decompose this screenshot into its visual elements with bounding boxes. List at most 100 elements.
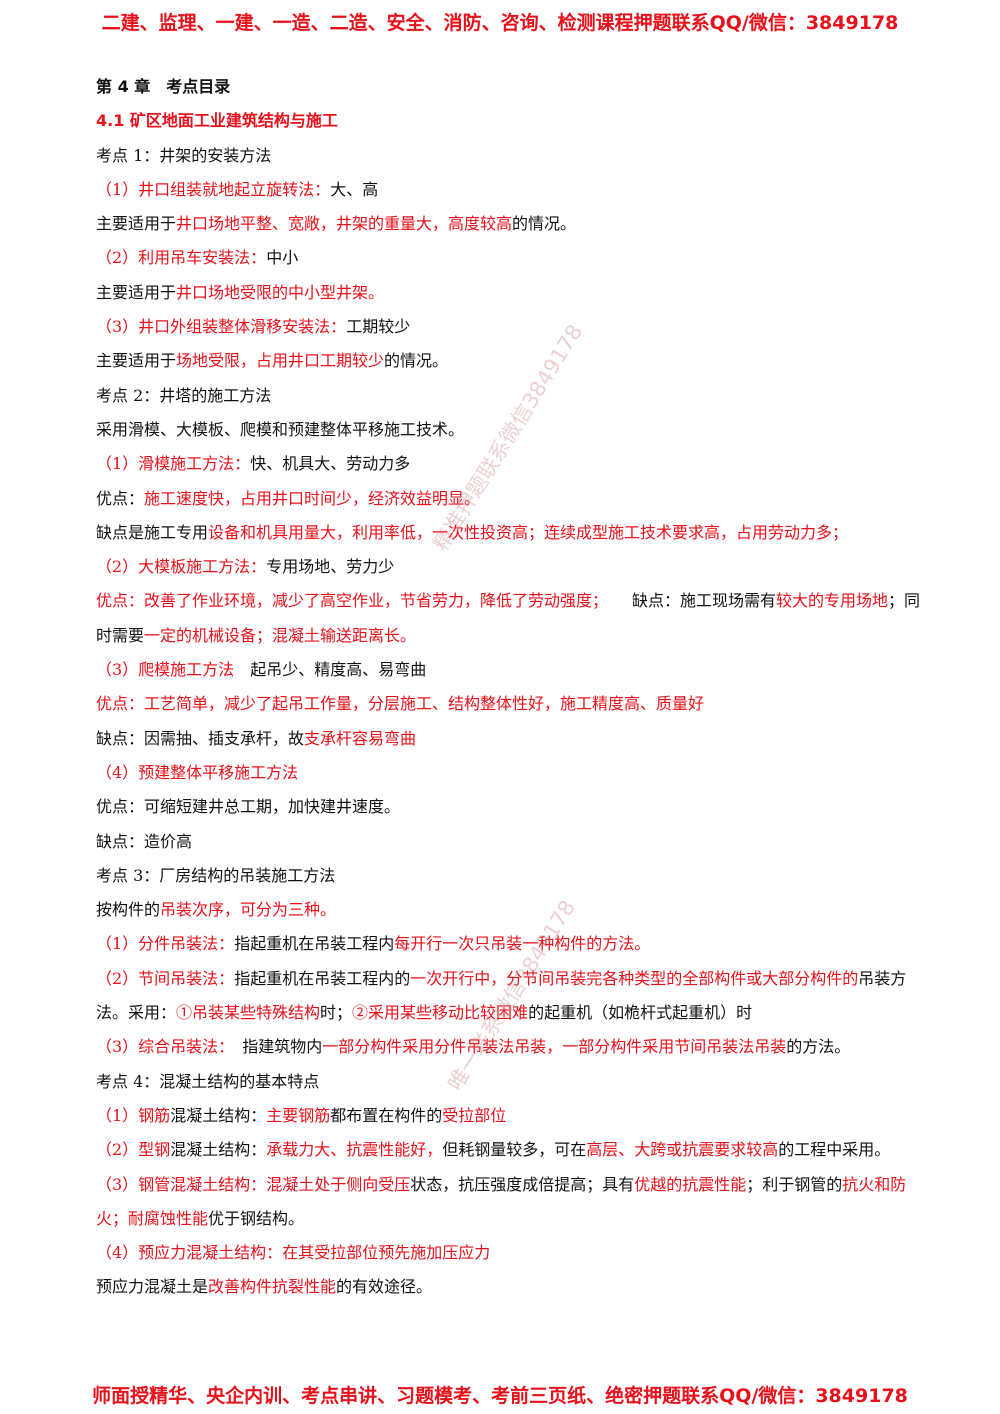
highlight-text: （4）预应力混凝土结构： (96, 1243, 283, 1263)
highlight-text: 在其受拉部位预先施加压应力 (282, 1243, 491, 1263)
highlight-text: 施工速度快，占用井口时间少，经济效益明显。 (144, 488, 481, 508)
top-banner: 二建、监理、一建、一造、二造、安全、消防、咨询、检测课程押题联系QQ/微信：38… (101, 12, 899, 34)
text-line: （1）井口组装就地起立旋转法：大、高 (96, 173, 932, 207)
text-line: （4）预应力混凝土结构：在其受拉部位预先施加压应力 (96, 1236, 932, 1270)
highlight-text: 一定的机械设备；混凝土输送距离长。 (144, 625, 417, 645)
text-segment: 状态，抗压强度成倍提高；具有 (410, 1174, 635, 1194)
highlight-text: （4）预建整体平移施工方法 (96, 762, 299, 782)
text-line: （1）钢筋混凝土结构：主要钢筋都布置在构件的受拉部位 (96, 1099, 932, 1133)
text-segment: ；利于钢管的 (746, 1174, 843, 1194)
highlight-text: （1）滑模施工方法： (96, 454, 251, 474)
text-line: 主要适用于井口场地受限的中小型井架。 (96, 276, 932, 310)
text-segment: 考点 2：井塔的施工方法 (96, 385, 272, 405)
text-segment: 的情况。 (512, 214, 577, 234)
text-segment: 的有效途径。 (336, 1277, 433, 1297)
text-segment: 指起重机在吊装工程内的 (234, 968, 411, 988)
highlight-text: ②采用某些移动比较困难 (352, 1003, 529, 1023)
text-line: 考点 1：井架的安装方法 (96, 139, 932, 173)
text-segment: 指起重机在吊装工程内 (234, 934, 395, 954)
highlight-text: ①吊装某些特殊结构 (176, 1003, 321, 1023)
text-line: 考点 3：厂房结构的吊装施工方法 (96, 859, 932, 893)
highlight-text: 井口场地受限的中小型井架。 (176, 282, 385, 302)
highlight-text: （3）综合吊装法： (96, 1037, 227, 1057)
text-segment: ；同时需要 (96, 591, 921, 645)
highlight-text: 改善构件抗裂性能 (208, 1277, 337, 1297)
highlight-text: 支承杆容易弯曲 (304, 728, 417, 748)
highlight-text: 抗火和防火；耐腐蚀性能 (96, 1174, 907, 1228)
highlight-text: 高层、大跨或抗震要求较高 (586, 1140, 779, 1160)
text-segment: 的工程中采用。 (778, 1140, 891, 1160)
highlight-text: 混凝土处于侧向受压 (266, 1174, 411, 1194)
text-line: 缺点是施工专用设备和机具用量大，利用率低，一次性投资高；连续成型施工技术要求高，… (96, 516, 932, 550)
highlight-text: （2）利用吊车安装法： (96, 248, 267, 268)
highlight-text: （3）井口外组装整体滑移安装法： (96, 317, 347, 337)
text-segment: 但耗钢量较多，可在 (442, 1140, 587, 1160)
highlight-text: 一次开行中，分节间吊装完各种类型的全部构件或大部分构件的 (410, 968, 859, 988)
highlight-text: （1）钢筋 (96, 1105, 171, 1125)
highlight-text: 设备和机具用量大，利用率低，一次性投资高；连续成型施工技术要求高，占用劳动力多； (208, 522, 849, 542)
text-line: 优点：可缩短建井总工期，加快建井速度。 (96, 790, 932, 824)
text-segment: 指建筑物内 (226, 1037, 323, 1057)
text-segment: 专用场地、劳力少 (266, 557, 395, 577)
highlight-text: 优越的抗震性能 (634, 1174, 747, 1194)
highlight-text: （1）分件吊装法： (96, 934, 235, 954)
text-line: 主要适用于场地受限，占用井口工期较少的情况。 (96, 344, 932, 378)
text-segment: 考点 1：井架的安装方法 (96, 145, 272, 165)
text-line: （2）节间吊装法：指起重机在吊装工程内的一次开行中，分节间吊装完各种类型的全部构… (96, 962, 932, 1031)
text-segment: 的方法。 (786, 1037, 851, 1057)
text-segment: 的情况。 (384, 351, 449, 371)
highlight-text: 井口场地平整、宽敞，井架的重量大，高度较高 (176, 214, 513, 234)
highlight-text: 主要钢筋 (266, 1105, 331, 1125)
text-segment: 缺点是施工专用 (96, 522, 209, 542)
text-segment: 预应力混凝土是 (96, 1277, 209, 1297)
highlight-text: （3）爬模施工方法 (96, 660, 235, 680)
text-line: 优点：施工速度快，占用井口时间少，经济效益明显。 (96, 482, 932, 516)
text-line: （4）预建整体平移施工方法 (96, 756, 932, 790)
text-segment: 混凝土结构： (170, 1140, 267, 1160)
text-segment: 工期较少 (346, 317, 411, 337)
highlight-text: 优点：工艺简单，减少了起吊工作量，分层施工、结构整体性好，施工精度高、质量好 (96, 694, 705, 714)
text-segment: 缺点：造价高 (96, 831, 193, 851)
text-line: （2）大模板施工方法：专用场地、劳力少 (96, 550, 932, 584)
text-segment: 主要适用于 (96, 214, 177, 234)
text-segment: 时； (320, 1003, 353, 1023)
highlight-text: 一部分构件采用分件吊装法吊装，一部分构件采用节间吊装法吊装 (322, 1037, 787, 1057)
highlight-text: 较大的专用场地 (776, 591, 889, 611)
text-segment: 的起重机（如桅杆式起重机）时 (528, 1003, 753, 1023)
text-segment: 缺点：因需抽、插支承杆，故 (96, 728, 305, 748)
text-line: 主要适用于井口场地平整、宽敞，井架的重量大，高度较高的情况。 (96, 207, 932, 241)
text-segment: 混凝土结构： (170, 1105, 267, 1125)
text-line: （3）井口外组装整体滑移安装法：工期较少 (96, 310, 932, 344)
highlight-text: 吊装次序，可分为三种。 (160, 900, 337, 920)
text-segment: 考点 4：混凝土结构的基本特点 (96, 1071, 320, 1091)
text-line: 缺点：因需抽、插支承杆，故支承杆容易弯曲 (96, 722, 932, 756)
text-segment: 快、机具大、劳动力多 (250, 454, 411, 474)
highlight-text: （3）钢管混凝土结构： (96, 1174, 267, 1194)
text-segment: 起吊少、精度高、易弯曲 (234, 660, 427, 680)
text-line: （2）型钢混凝土结构：承载力大、抗震性能好，但耗钢量较多，可在高层、大跨或抗震要… (96, 1133, 932, 1167)
highlight-text: （2）节间吊装法： (96, 968, 235, 988)
text-segment: 缺点：施工现场需有 (600, 591, 777, 611)
text-line: （2）利用吊车安装法：中小 (96, 241, 932, 275)
text-segment: 都布置在构件的 (330, 1105, 443, 1125)
text-line: （1）滑模施工方法：快、机具大、劳动力多 (96, 447, 932, 481)
highlight-text: 每开行一次只吊装一种构件的方法。 (394, 934, 651, 954)
text-line: （3）爬模施工方法 起吊少、精度高、易弯曲 (96, 653, 932, 687)
text-line: 优点：改善了作业环境，减少了高空作业，节省劳力，降低了劳动强度； 缺点：施工现场… (96, 584, 932, 653)
text-line: 考点 2：井塔的施工方法 (96, 379, 932, 413)
text-line: 按构件的吊装次序，可分为三种。 (96, 893, 932, 927)
highlight-text: （2）型钢 (96, 1140, 171, 1160)
highlight-text: 承载力大、抗震性能好， (266, 1140, 443, 1160)
text-segment: 优点：可缩短建井总工期，加快建井速度。 (96, 797, 401, 817)
text-line: 缺点：造价高 (96, 825, 932, 859)
text-segment: 吊装方法。采用： (96, 968, 907, 1023)
text-segment: 大、高 (330, 179, 379, 199)
bottom-banner: 师面授精华、央企内训、考点串讲、习题模考、考前三页纸、绝密押题联系QQ/微信：3… (92, 1385, 908, 1407)
text-segment: 按构件的 (96, 900, 161, 920)
text-line: （3）综合吊装法： 指建筑物内一部分构件采用分件吊装法吊装，一部分构件采用节间吊… (96, 1030, 932, 1064)
highlight-text: 场地受限，占用井口工期较少 (176, 351, 385, 371)
text-line: 考点 4：混凝土结构的基本特点 (96, 1065, 932, 1099)
text-line: 采用滑模、大模板、爬模和预建整体平移施工技术。 (96, 413, 932, 447)
text-line: （1）分件吊装法：指起重机在吊装工程内每开行一次只吊装一种构件的方法。 (96, 927, 932, 961)
text-line: 预应力混凝土是改善构件抗裂性能的有效途径。 (96, 1270, 932, 1304)
